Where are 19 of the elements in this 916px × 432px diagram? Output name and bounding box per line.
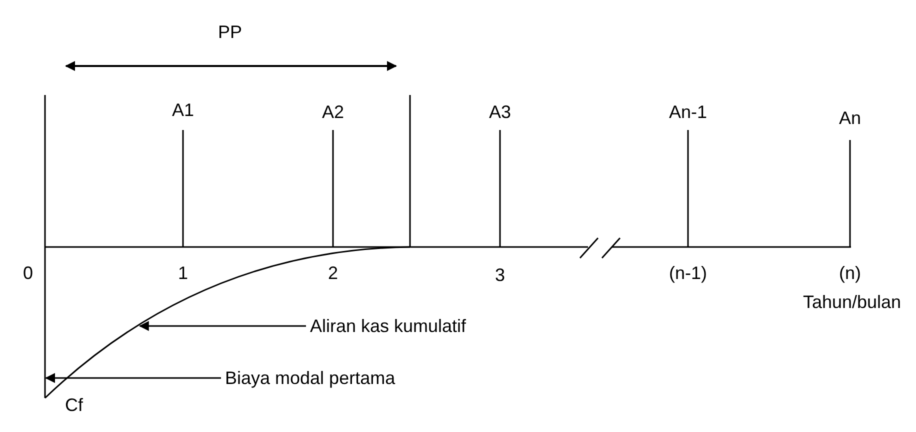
period-label: (n-1) xyxy=(669,262,707,284)
period-label: 2 xyxy=(328,262,338,284)
annotation-text: Biaya modal pertama xyxy=(225,367,396,389)
vertical-axis-line xyxy=(44,95,46,398)
period-label: 0 xyxy=(23,262,33,284)
period-label: (n) xyxy=(839,262,861,284)
leader-arrow xyxy=(138,321,306,331)
cost-label: Cf xyxy=(65,394,83,416)
period-label: 1 xyxy=(178,262,188,284)
leader-arrow xyxy=(45,373,221,383)
axis-title: Tahun/bulan xyxy=(802,291,902,313)
cash-flow-label: A3 xyxy=(488,101,512,123)
cash-flow-label: A2 xyxy=(322,101,344,123)
cash-flow-label: An xyxy=(838,107,862,129)
period-label: 3 xyxy=(495,264,505,286)
cash-flow-label: An-1 xyxy=(668,101,708,123)
cash-flow-label: A1 xyxy=(172,99,194,121)
dimension-label: PP xyxy=(218,21,242,43)
annotation-text: Aliran kas kumulatif xyxy=(310,315,466,337)
